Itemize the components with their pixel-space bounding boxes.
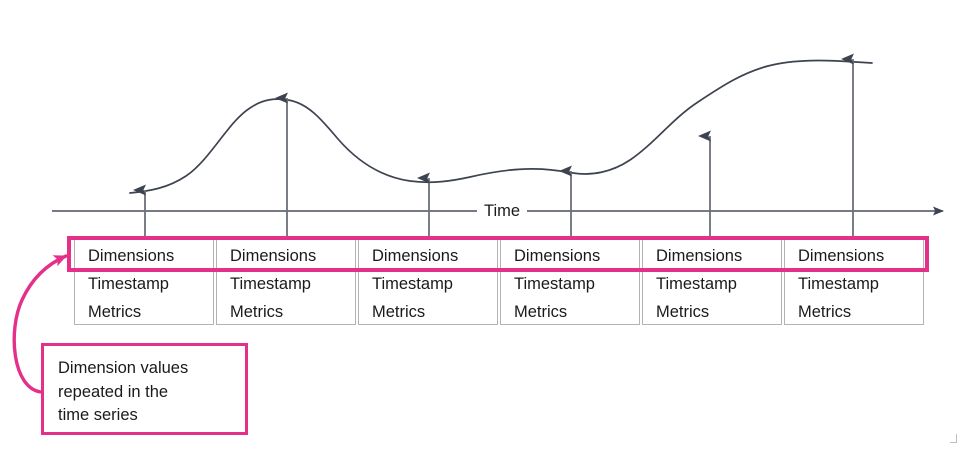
- record-metrics-label: Metrics: [798, 303, 852, 321]
- axis-label-time: Time: [477, 202, 528, 220]
- record-box[interactable]: Dimensions Timestamp Metrics: [784, 236, 924, 325]
- callout-line: repeated in the: [58, 382, 169, 401]
- record-box[interactable]: Dimensions Timestamp Metrics: [74, 236, 214, 325]
- record-dimensions-label: Dimensions: [798, 247, 885, 265]
- record-timestamp-label: Timestamp: [514, 275, 595, 293]
- timeseries-curve: [129, 59, 873, 194]
- record-timestamp-label: Timestamp: [656, 275, 737, 293]
- callout-line: time series: [58, 406, 138, 424]
- callout-line: Dimension values: [58, 359, 189, 377]
- record-box[interactable]: Dimensions Timestamp Metrics: [642, 236, 782, 325]
- record-metrics-label: Metrics: [230, 303, 284, 321]
- corner-mark: [950, 434, 957, 443]
- record-timestamp-label: Timestamp: [798, 275, 879, 293]
- record-timestamp-label: Timestamp: [230, 275, 311, 293]
- callout-box: Dimension values repeated in the time se…: [41, 343, 248, 435]
- record-metrics-label: Metrics: [372, 303, 426, 321]
- record-box[interactable]: Dimensions Timestamp Metrics: [500, 236, 640, 325]
- record-timestamp-label: Timestamp: [372, 275, 453, 293]
- record-dimensions-label: Dimensions: [88, 247, 175, 265]
- record-dimensions-label: Dimensions: [656, 247, 743, 265]
- record-dimensions-label: Dimensions: [372, 247, 459, 265]
- record-box[interactable]: Dimensions Timestamp Metrics: [216, 236, 356, 325]
- record-dimensions-label: Dimensions: [514, 247, 601, 265]
- record-metrics-label: Metrics: [514, 303, 568, 321]
- record-timestamp-label: Timestamp: [88, 275, 169, 293]
- record-box[interactable]: Dimensions Timestamp Metrics: [358, 236, 498, 325]
- callout-connector-arrow: [12, 254, 68, 394]
- record-metrics-label: Metrics: [88, 303, 142, 321]
- record-metrics-label: Metrics: [656, 303, 710, 321]
- record-dimensions-label: Dimensions: [230, 247, 317, 265]
